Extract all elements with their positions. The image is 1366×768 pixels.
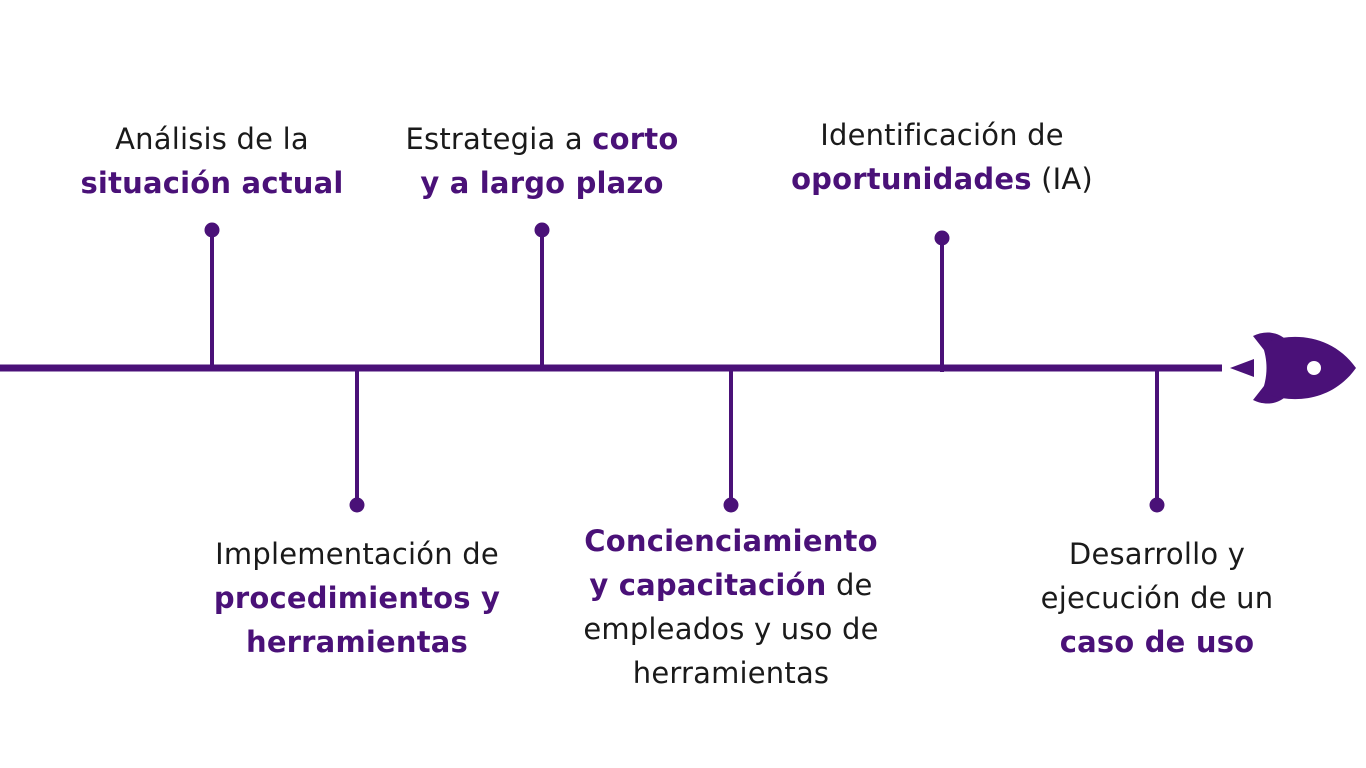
label-text: (IA) bbox=[1031, 162, 1093, 196]
highlighted-text: y capacitación bbox=[589, 568, 827, 602]
label-text: herramientas bbox=[632, 656, 830, 690]
label-text: ejecución de un bbox=[1040, 581, 1274, 615]
label-text: Implementación de bbox=[215, 537, 499, 571]
milestone-dot-4 bbox=[723, 497, 739, 513]
milestone-label-line: Identificación de bbox=[772, 113, 1112, 157]
milestone-dot-3 bbox=[534, 222, 550, 238]
highlighted-text: herramientas bbox=[245, 625, 469, 659]
milestone-label-2: Implementación de procedimientos y herrami… bbox=[187, 532, 527, 664]
milestone-connector-3 bbox=[534, 222, 550, 366]
milestone-dot-2 bbox=[349, 497, 365, 513]
rocket-icon bbox=[1230, 332, 1356, 404]
milestone-label-line: herramientas bbox=[551, 651, 911, 695]
highlighted-text: y a largo plazo bbox=[420, 166, 664, 200]
milestone-dot-6 bbox=[1149, 497, 1165, 513]
milestone-connector-5 bbox=[934, 230, 950, 372]
milestone-connector-1 bbox=[204, 222, 220, 366]
milestone-label-line: procedimientos y bbox=[187, 576, 527, 620]
label-text: Estrategia a bbox=[405, 122, 593, 156]
milestone-label-line: caso de uso bbox=[1017, 620, 1297, 664]
highlighted-text: oportunidades bbox=[791, 162, 1032, 196]
milestone-connector-2 bbox=[349, 370, 365, 513]
milestone-label-1: Análisis de la situación actual bbox=[62, 117, 362, 205]
milestone-label-line: y capacitación de bbox=[551, 563, 911, 607]
milestone-label-line: Concienciamiento bbox=[551, 519, 911, 563]
milestone-connector-4 bbox=[723, 370, 739, 513]
milestone-dot-1 bbox=[204, 222, 220, 238]
milestone-label-4: Concienciamiento y capacitación de emplead… bbox=[551, 519, 911, 695]
label-text: Desarrollo y bbox=[1068, 537, 1246, 571]
highlighted-text: Concienciamiento bbox=[584, 524, 878, 558]
highlighted-text: caso de uso bbox=[1059, 625, 1255, 659]
milestone-label-line: Análisis de la bbox=[62, 117, 362, 161]
highlighted-text: corto bbox=[592, 122, 679, 156]
label-text: Análisis de la bbox=[115, 122, 309, 156]
milestone-label-5: Identificación de oportunidades (IA) bbox=[772, 113, 1112, 201]
milestone-label-line: oportunidades (IA) bbox=[772, 157, 1112, 201]
highlighted-text: procedimientos y bbox=[213, 581, 501, 615]
milestone-label-line: herramientas bbox=[187, 620, 527, 664]
milestone-label-line: empleados y uso de bbox=[551, 607, 911, 651]
label-text: Identificación de bbox=[820, 118, 1064, 152]
milestone-label-line: Implementación de bbox=[187, 532, 527, 576]
milestone-label-6: Desarrollo y ejecución de un caso de uso bbox=[1017, 532, 1297, 664]
milestone-label-3: Estrategia a corto y a largo plazo bbox=[382, 117, 702, 205]
milestone-label-line: situación actual bbox=[62, 161, 362, 205]
milestone-connector-6 bbox=[1149, 370, 1165, 513]
milestone-dot-5 bbox=[934, 230, 950, 246]
highlighted-text: situación actual bbox=[80, 166, 344, 200]
milestone-label-line: Desarrollo y bbox=[1017, 532, 1297, 576]
label-text: empleados y uso de bbox=[583, 612, 879, 646]
rocket-window bbox=[1307, 361, 1321, 375]
milestone-label-line: ejecución de un bbox=[1017, 576, 1297, 620]
milestone-label-line: y a largo plazo bbox=[382, 161, 702, 205]
label-text: de bbox=[826, 568, 873, 602]
milestone-label-line: Estrategia a corto bbox=[382, 117, 702, 161]
